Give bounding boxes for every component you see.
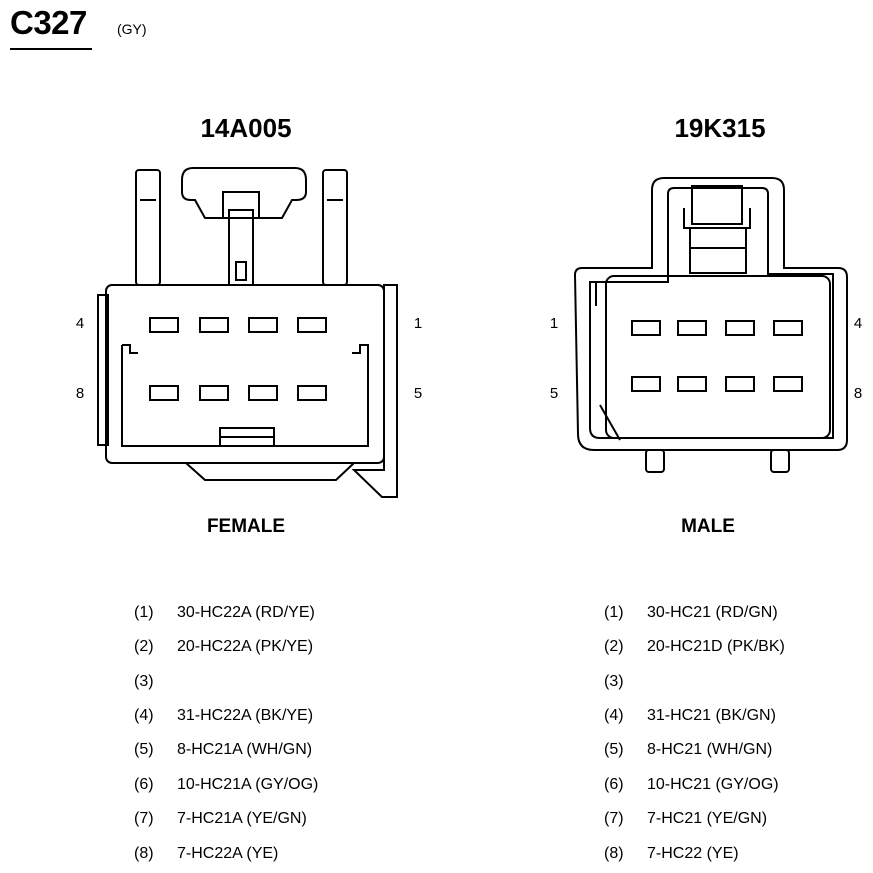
pin-number: (5)	[604, 741, 624, 758]
pin-number: (1)	[134, 604, 154, 621]
male-side-label-bottom-right: 8	[853, 385, 863, 402]
pin-number: (8)	[134, 845, 154, 862]
pin-circuit: 10-HC21A (GY/OG)	[177, 776, 319, 793]
pin-circuit: 20-HC22A (PK/YE)	[177, 638, 314, 655]
pin-circuit: 20-HC21D (PK/BK)	[647, 638, 785, 655]
female-gender-label: FEMALE	[206, 516, 286, 537]
pin-number: (4)	[604, 707, 624, 724]
pin-circuit: 8-HC21A (WH/GN)	[177, 741, 313, 758]
pin-number: (3)	[134, 673, 154, 690]
pin-circuit: 31-HC22A (BK/YE)	[177, 707, 314, 724]
pin-circuit: 7-HC22A (YE)	[177, 845, 279, 862]
male-side-label-top-left: 1	[549, 315, 559, 332]
pin-circuit: 7-HC22 (YE)	[647, 845, 739, 862]
male-gender-label: MALE	[681, 516, 735, 537]
pin-number: (2)	[604, 638, 624, 655]
male-connector-drawing	[573, 177, 848, 473]
pin-circuit: 8-HC21 (WH/GN)	[647, 741, 773, 758]
pin-circuit: 7-HC21A (YE/GN)	[177, 810, 307, 827]
pin-circuit: 31-HC21 (BK/GN)	[647, 707, 776, 724]
pin-circuit: 10-HC21 (GY/OG)	[647, 776, 779, 793]
pin-number: (1)	[604, 604, 624, 621]
pin-circuit: 7-HC21 (YE/GN)	[647, 810, 768, 827]
pin-number: (5)	[134, 741, 154, 758]
pin-circuit: 30-HC22A (RD/YE)	[177, 604, 315, 621]
pin-number: (3)	[604, 673, 624, 690]
pin-number: (4)	[134, 707, 154, 724]
female-side-label-top-left: 4	[75, 315, 85, 332]
connector-id: C327	[10, 4, 87, 41]
pin-number: (8)	[604, 845, 624, 862]
pin-number: (7)	[134, 810, 154, 827]
female-connector-drawing	[97, 167, 398, 498]
male-side-label-top-right: 4	[853, 315, 863, 332]
male-side-label-bottom-left: 5	[549, 385, 559, 402]
pin-number: (6)	[134, 776, 154, 793]
female-side-label-bottom-right: 5	[413, 385, 423, 402]
pin-circuit: 30-HC21 (RD/GN)	[647, 604, 778, 621]
connector-id-underline	[10, 48, 92, 50]
male-part-number: 19K315	[674, 113, 766, 143]
pin-number: (2)	[134, 638, 154, 655]
female-side-label-top-right: 1	[413, 315, 423, 332]
connector-color: (GY)	[117, 21, 147, 37]
pin-number: (7)	[604, 810, 624, 827]
female-part-number: 14A005	[200, 113, 292, 143]
pin-number: (6)	[604, 776, 624, 793]
female-side-label-bottom-left: 8	[75, 385, 85, 402]
